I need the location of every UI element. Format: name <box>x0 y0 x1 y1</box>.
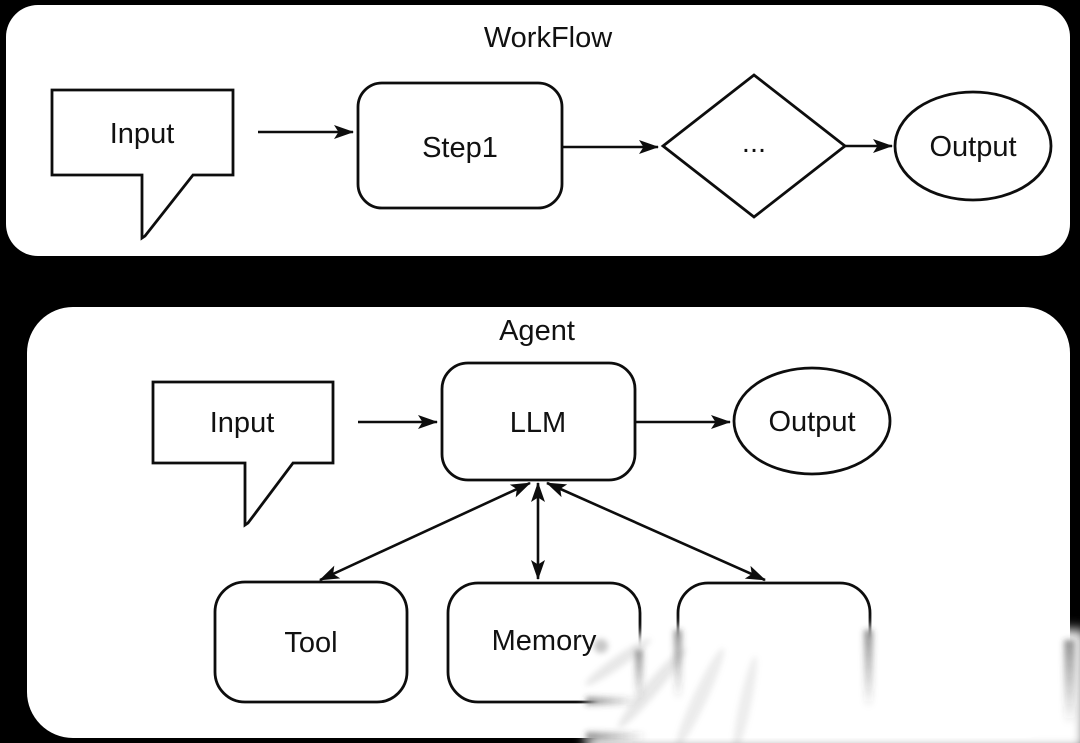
workflow-step1-box <box>356 81 564 210</box>
workflow-step1-label: Step1 <box>422 132 498 164</box>
agent-input-label: Input <box>210 407 275 439</box>
workflow-input-label: Input <box>110 118 175 150</box>
smudge-blob <box>586 626 1080 743</box>
workflow-panel-title: WorkFlow <box>484 22 613 54</box>
link-llm-tool <box>319 481 531 582</box>
smudge-line-tails <box>586 630 1075 741</box>
agent-output-ellipse <box>732 366 892 476</box>
agent-panel-title: Agent <box>499 315 575 347</box>
agent-tool-label: Tool <box>284 627 337 659</box>
link-llm-extra <box>546 481 766 582</box>
agent-llm-label: LLM <box>510 407 566 439</box>
workflow-output-ellipse <box>893 90 1053 202</box>
workflow-input-bubble <box>50 88 235 241</box>
workflow-panel: WorkFlow Input Step1 ... Output <box>6 5 1070 256</box>
agent-input-bubble <box>151 380 335 528</box>
agent-tool-box <box>213 580 409 704</box>
agent-output-label: Output <box>768 406 855 438</box>
smudge-streaks <box>585 638 757 743</box>
workflow-output-label: Output <box>929 131 1016 163</box>
smudge-overlay <box>585 626 1080 743</box>
workflow-decision-label: ... <box>742 127 766 159</box>
agent-memory-label: Memory <box>492 625 597 657</box>
